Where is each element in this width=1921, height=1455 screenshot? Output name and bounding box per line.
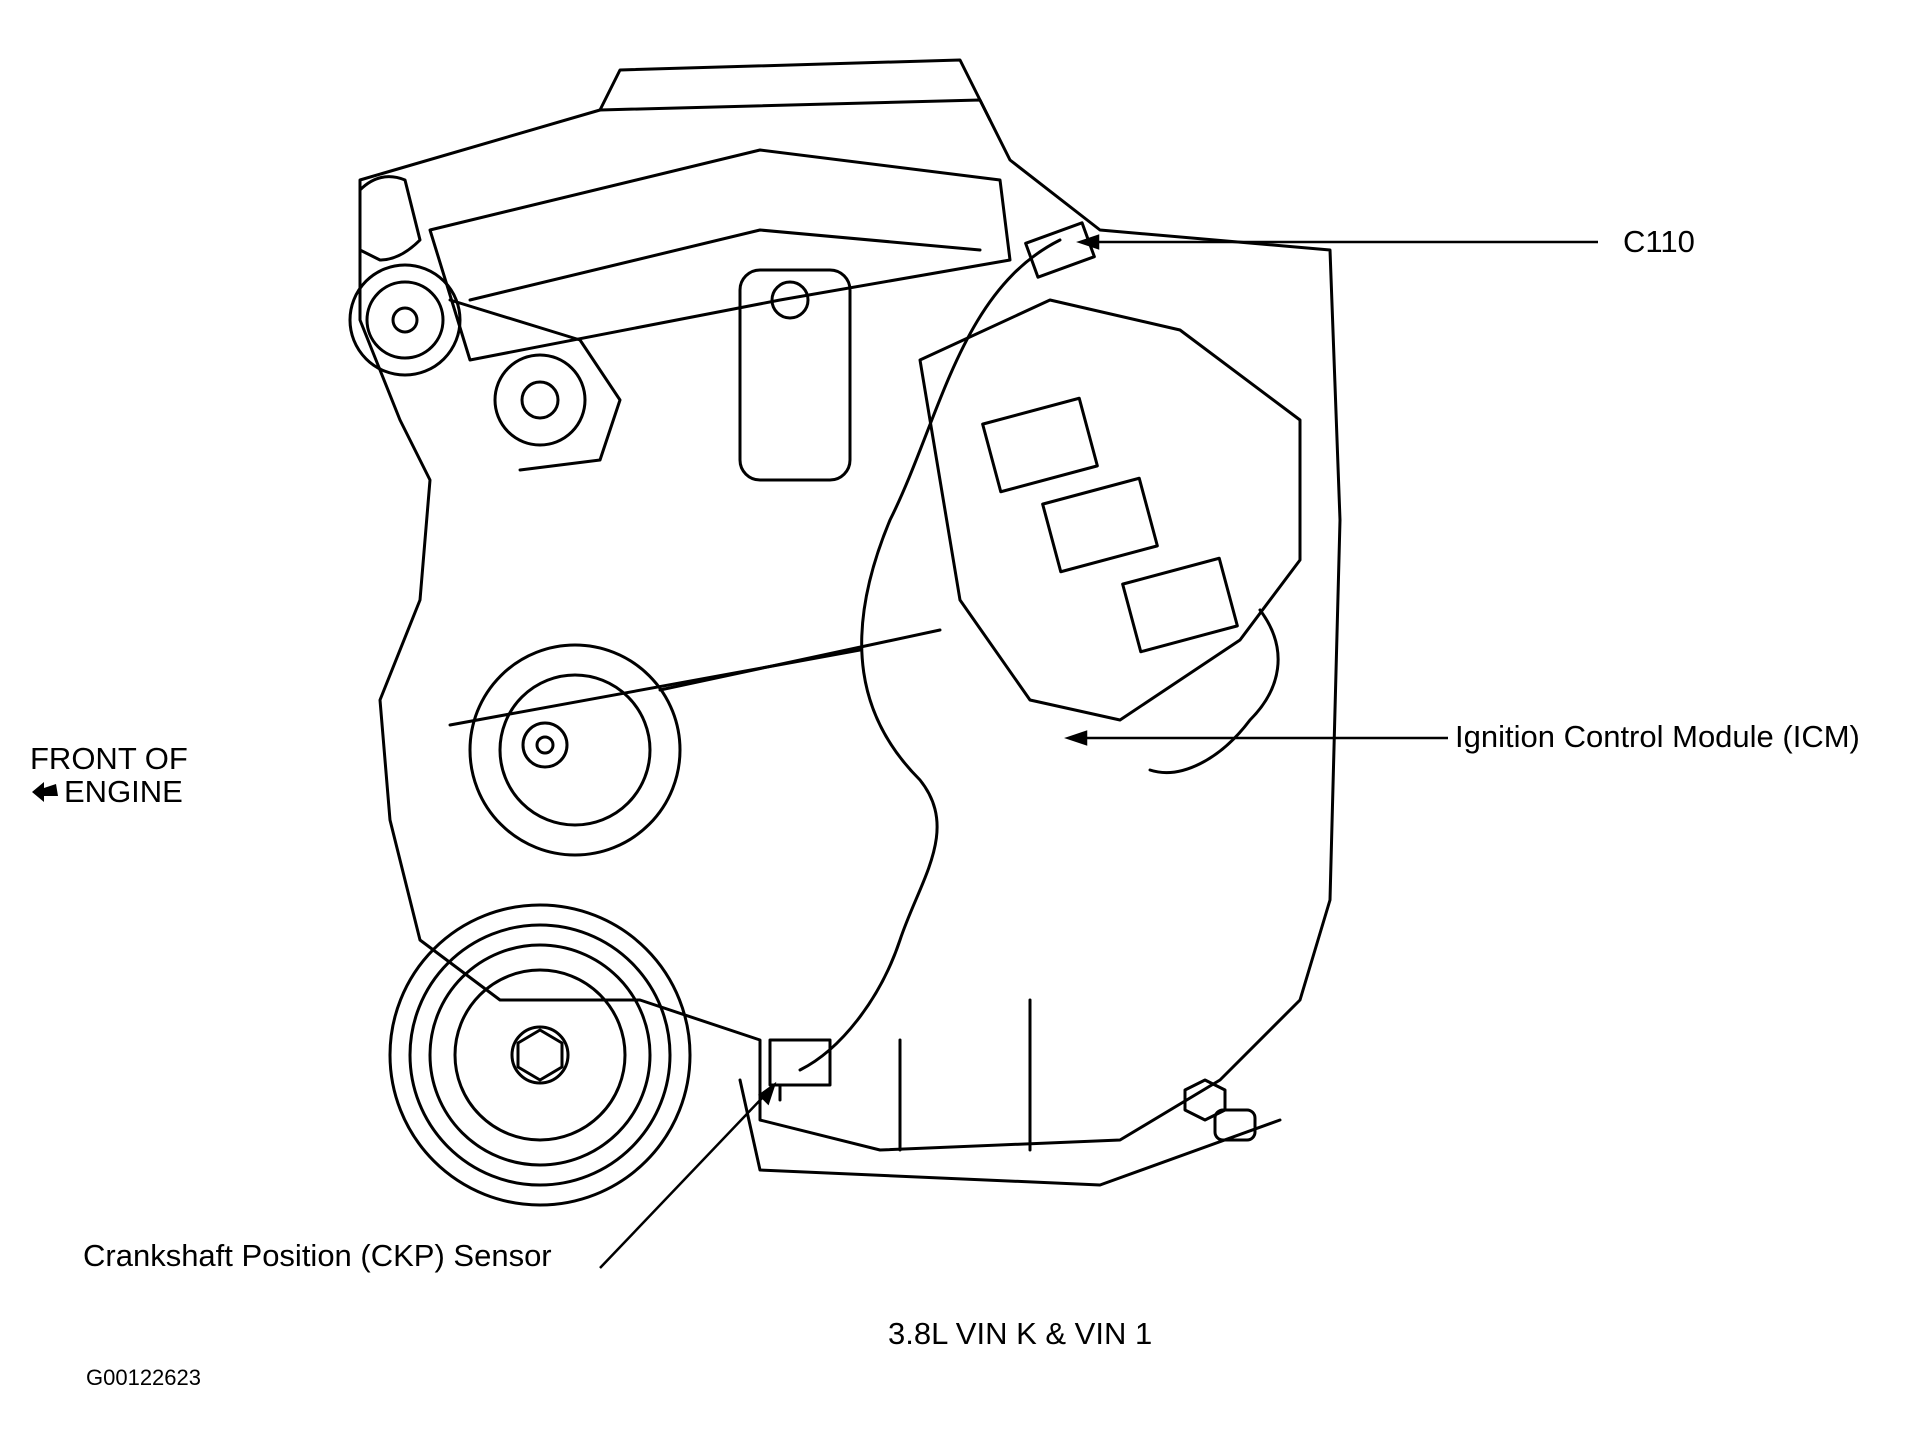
bolt bbox=[658, 628, 942, 692]
engine-block bbox=[358, 58, 1342, 1187]
c110-leader-arrow bbox=[1076, 234, 1100, 250]
front-line-1: FRONT OF bbox=[30, 741, 188, 776]
arrow-left-icon bbox=[32, 782, 58, 803]
figure-id: G00122623 bbox=[86, 1365, 201, 1390]
ignition-coil-pack bbox=[918, 298, 1302, 722]
crankshaft-pulley bbox=[388, 903, 692, 1207]
c110-connector bbox=[1024, 221, 1096, 279]
ckp-sensor bbox=[768, 1038, 832, 1102]
icm-leader-arrow bbox=[1064, 730, 1088, 746]
water-pump-pulley bbox=[468, 643, 682, 857]
front-line-2: ENGINE bbox=[64, 774, 183, 810]
engine-variant-caption: 3.8L VIN K & VIN 1 bbox=[888, 1316, 1153, 1351]
ckp-leader-arrow bbox=[758, 1081, 777, 1106]
tensioner-pulley bbox=[348, 263, 622, 472]
oil-pressure-switch bbox=[1183, 1078, 1257, 1142]
ckp-leader-line bbox=[599, 1094, 766, 1269]
lifting-eye bbox=[358, 175, 422, 262]
wiring-harness-2 bbox=[1148, 608, 1280, 775]
c110-label: C110 bbox=[1623, 224, 1695, 259]
valve-cover bbox=[428, 148, 1012, 482]
ckp-label: Crankshaft Position (CKP) Sensor bbox=[83, 1238, 552, 1273]
wiring-harness bbox=[798, 238, 1062, 1072]
icm-label: Ignition Control Module (ICM) bbox=[1455, 719, 1860, 754]
front-of-engine-indicator: FRONT OF ENGINE bbox=[30, 742, 188, 809]
